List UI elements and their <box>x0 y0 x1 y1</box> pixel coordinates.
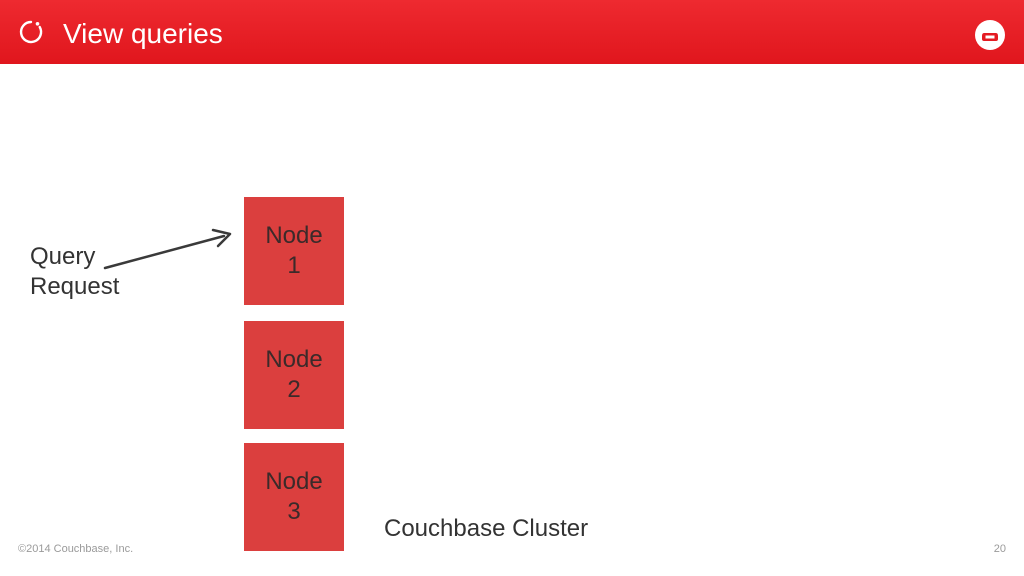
node-3-label: Node <box>265 468 323 495</box>
slide-title: View queries <box>63 18 223 49</box>
node-3-box: Node 3 <box>244 443 344 551</box>
node-2-label: Node <box>265 346 323 373</box>
node-1-label: Node <box>265 222 323 249</box>
node-3-number: 3 <box>287 498 301 525</box>
node-2-number: 2 <box>287 376 301 403</box>
copyright-text: ©2014 Couchbase, Inc. <box>18 543 134 555</box>
cluster-label: Couchbase Cluster <box>384 515 589 542</box>
node-1-number: 1 <box>287 252 301 279</box>
page-number: 20 <box>993 543 1006 555</box>
refresh-circle-icon <box>19 20 43 44</box>
query-label-line1: Query <box>30 243 96 270</box>
couchbase-logo-icon <box>975 20 1005 50</box>
node-2-box: Node 2 <box>244 321 344 429</box>
query-label-line2: Request <box>30 273 120 300</box>
node-1-box: Node 1 <box>244 197 344 305</box>
slide-header: View queries <box>0 0 1024 64</box>
query-request-label: Query Request <box>30 242 119 302</box>
